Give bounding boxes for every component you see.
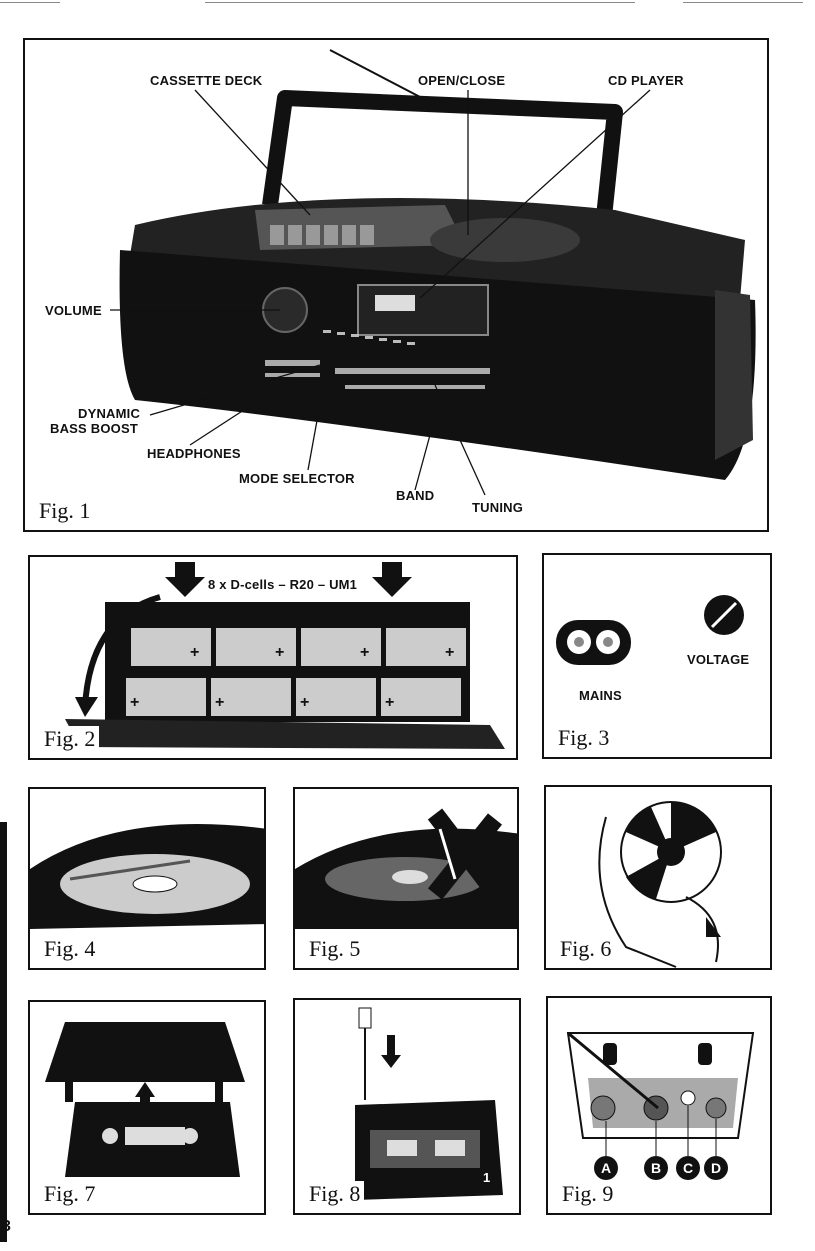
svg-text:+: +: [130, 694, 139, 711]
fig3-panel: MAINS VOLTAGE Fig. 3: [542, 553, 772, 759]
fig8-panel: 1 Fig. 8: [293, 998, 521, 1215]
fig4-panel: Fig. 4: [28, 787, 266, 970]
label-dynamic: DYNAMIC: [78, 406, 141, 421]
label-cassette-deck: CASSETTE DECK: [150, 73, 263, 88]
fig9-panel: A B C D Fig. 9: [546, 996, 772, 1215]
fig2-panel: + + + + + + + + 8 x D-cells – R20 – UM1 Fig. 2: [28, 555, 518, 760]
point-b: B: [651, 1160, 661, 1176]
svg-text:+: +: [360, 644, 369, 661]
label-open-close: OPEN/CLOSE: [418, 73, 506, 88]
point-d: D: [711, 1160, 721, 1176]
label-volume: VOLUME: [45, 303, 102, 318]
fig5-panel: Fig. 5: [293, 787, 519, 970]
label-cd-player: CD PLAYER: [608, 73, 684, 88]
label-tuning: TUNING: [472, 500, 524, 515]
fig1-panel: CASSETTE DECK OPEN/CLOSE CD PLAYER VOLUM…: [23, 38, 769, 532]
cd-handling-wrong-illustration: [295, 808, 517, 929]
fig6-caption: Fig. 6: [556, 936, 616, 962]
tape-head-cleaning-illustration: [566, 1031, 755, 1156]
svg-text:+: +: [445, 644, 454, 661]
top-rule: [205, 2, 635, 3]
label-mode-selector: MODE SELECTOR: [239, 471, 355, 486]
fig8-caption: Fig. 8: [305, 1181, 365, 1207]
cd-cleaning-illustration: [598, 801, 722, 968]
page-number: 3: [2, 1218, 11, 1235]
svg-text:+: +: [190, 644, 199, 661]
fig5-caption: Fig. 5: [305, 936, 365, 962]
point-a: A: [601, 1160, 611, 1176]
cassette-side-label: 1: [483, 1170, 491, 1185]
point-c: C: [683, 1160, 693, 1176]
fig9-caption: Fig. 9: [558, 1181, 618, 1207]
svg-text:+: +: [215, 694, 224, 711]
svg-text:+: +: [385, 694, 394, 711]
mains-label: MAINS: [579, 688, 622, 703]
mains-voltage-illustration: [556, 595, 744, 665]
fig7-caption: Fig. 7: [40, 1181, 100, 1207]
top-rule: [0, 2, 60, 3]
cd-tray-illustration: [30, 824, 264, 929]
battery-compartment-illustration: + + + + + + + +: [65, 562, 505, 749]
fig3-caption: Fig. 3: [554, 725, 614, 751]
svg-text:+: +: [275, 644, 284, 661]
fig2-caption: Fig. 2: [40, 726, 100, 752]
cassette-insert-illustration: [45, 1022, 245, 1177]
label-headphones: HEADPHONES: [147, 446, 241, 461]
battery-label: 8 x D-cells – R20 – UM1: [208, 577, 358, 592]
fig1-caption: Fig. 1: [35, 498, 95, 524]
boombox-illustration: [110, 49, 756, 496]
top-rule: [683, 2, 803, 3]
svg-text:+: +: [300, 694, 309, 711]
label-bass-boost: BASS BOOST: [50, 421, 138, 436]
page-edge-bar: [0, 822, 7, 1242]
fig6-panel: Fig. 6: [544, 785, 772, 970]
fig4-caption: Fig. 4: [40, 936, 100, 962]
fig7-panel: Fig. 7: [28, 1000, 266, 1215]
cassette-deck-insert-illustration: [355, 1007, 503, 1200]
voltage-label: VOLTAGE: [687, 652, 750, 667]
point-markers: A B C D: [594, 1156, 728, 1180]
label-band: BAND: [396, 488, 435, 503]
